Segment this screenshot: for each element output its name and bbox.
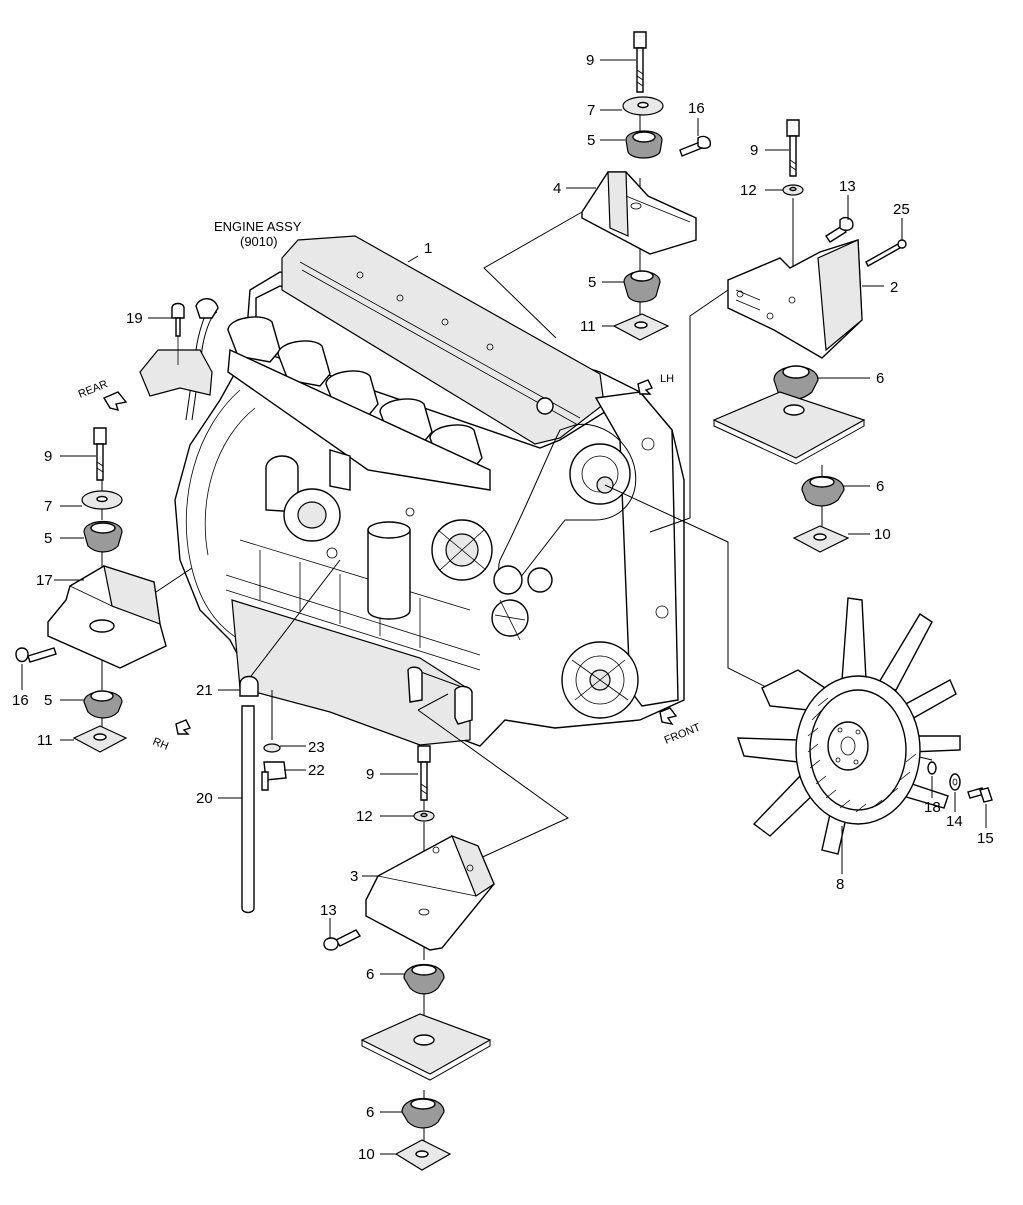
drain-tube-assembly <box>171 302 287 914</box>
part-label-6-bottom-upper: 6 <box>366 966 374 983</box>
part-label-19: 19 <box>126 310 143 327</box>
callout-lines <box>21 59 987 1155</box>
part-label-6-rh-lower: 6 <box>876 478 884 495</box>
part-label-16-top: 16 <box>688 100 705 117</box>
part-label-9-bottom: 9 <box>366 766 374 783</box>
part-label-9-rh: 9 <box>750 142 758 159</box>
part-label-9-top: 9 <box>586 52 594 69</box>
part-label-18: 18 <box>924 799 941 816</box>
front-label: FRONT <box>663 721 703 746</box>
rear-arrow-icon <box>102 391 128 411</box>
part-label-16-left: 16 <box>12 692 29 709</box>
turbocharger <box>265 449 351 542</box>
part-label-5-top-lower: 5 <box>588 274 596 291</box>
rh-label: RH <box>151 736 170 753</box>
part-label-11-top: 11 <box>580 318 596 335</box>
part-label-6-bottom-lower: 6 <box>366 1104 374 1121</box>
part-label-20: 20 <box>196 790 213 807</box>
engine-assy-label: ENGINE ASSY <box>214 219 302 234</box>
part-label-23: 23 <box>308 739 325 756</box>
exhaust-manifold <box>227 316 491 491</box>
front-arrow-icon <box>659 707 678 726</box>
part-label-8: 8 <box>836 876 844 893</box>
part-label-17: 17 <box>36 572 53 589</box>
left-mount-stack <box>15 427 167 753</box>
bottom-mount-stack <box>323 745 495 1171</box>
rh-mount-stack <box>712 119 907 553</box>
part-label-2: 2 <box>890 279 898 296</box>
part-label-1: 1 <box>424 240 432 257</box>
engine-assy-code: (9010) <box>240 234 278 249</box>
part-label-3: 3 <box>350 868 358 885</box>
part-label-15: 15 <box>977 830 994 847</box>
part-label-11-left: 11 <box>37 732 53 749</box>
part-label-5-left-lower: 5 <box>44 692 52 709</box>
part-label-5-top-upper: 5 <box>587 132 595 149</box>
part-label-22: 22 <box>308 762 325 779</box>
alternator <box>431 519 493 581</box>
part-label-14: 14 <box>946 813 963 830</box>
part-label-12-bottom: 12 <box>356 808 373 825</box>
direction-indicators <box>102 379 678 735</box>
part-label-7-left: 7 <box>44 498 52 515</box>
part-label-12-rh: 12 <box>740 182 757 199</box>
part-label-10-bottom: 10 <box>358 1146 375 1163</box>
part-label-6-rh-upper: 6 <box>876 370 884 387</box>
part-label-21: 21 <box>196 682 213 699</box>
part-label-5-left-upper: 5 <box>44 530 52 547</box>
engine-assembly <box>139 235 685 747</box>
part-label-9-left: 9 <box>44 448 52 465</box>
cooling-fan <box>737 597 993 855</box>
part-label-7-top: 7 <box>587 102 595 119</box>
part-label-10-rh: 10 <box>874 526 891 543</box>
part-label-13-bottom: 13 <box>320 902 337 919</box>
part-label-4: 4 <box>553 180 561 197</box>
leader-lines <box>101 110 933 1148</box>
top-mount-stack <box>581 31 712 341</box>
callout-labels: ENGINE ASSY (9010) REAR LH RH FRONT 1 2 … <box>12 52 994 1163</box>
lh-arrow-icon <box>637 379 653 395</box>
belt-drive <box>491 423 639 719</box>
rh-arrow-icon <box>175 719 191 735</box>
part-label-25: 25 <box>893 201 910 218</box>
part-label-13-rh: 13 <box>839 178 856 195</box>
lh-label: LH <box>660 373 674 385</box>
